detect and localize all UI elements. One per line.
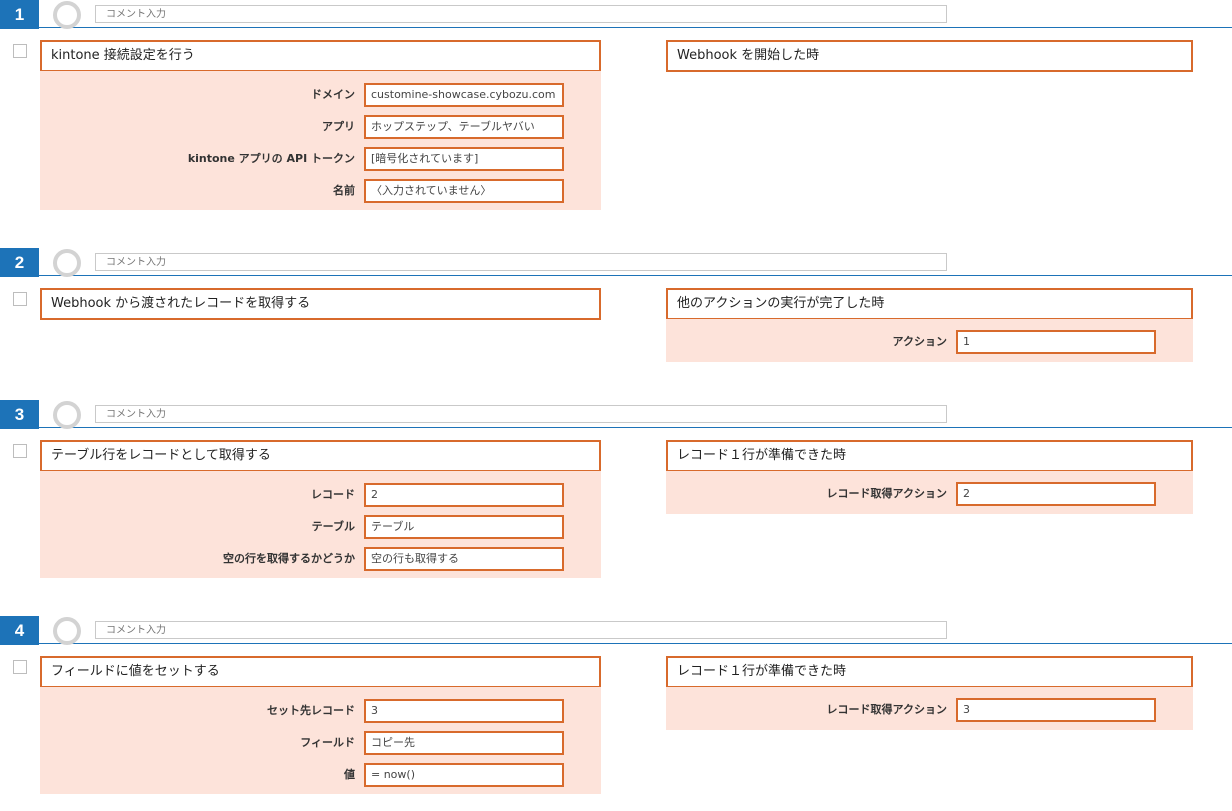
action-fields: セット先レコード 3 フィールド コピー先 値 = now() — [40, 687, 601, 794]
step-checkbox[interactable] — [13, 44, 27, 58]
field-value[interactable]: [暗号化されています] — [364, 147, 564, 171]
step-header: 3 — [0, 400, 1232, 429]
action-title[interactable]: Webhook から渡されたレコードを取得する — [40, 288, 601, 320]
field-label: kintone アプリの API トークン — [187, 152, 355, 165]
step-header: 1 — [0, 0, 1232, 29]
field-label: 値 — [344, 768, 355, 781]
step-checkbox[interactable] — [13, 292, 27, 306]
field-label: セット先レコード — [267, 704, 355, 717]
field-value[interactable]: 3 — [956, 698, 1156, 722]
field-value[interactable]: テーブル — [364, 515, 564, 539]
step-number: 1 — [0, 0, 39, 29]
action-fields: レコード 2 テーブル テーブル 空の行を取得するかどうか 空の行も取得する — [40, 471, 601, 578]
trigger-title[interactable]: 他のアクションの実行が完了した時 — [666, 288, 1193, 320]
field-label: ドメイン — [311, 88, 355, 101]
field-row: アクション 1 — [666, 330, 1193, 354]
status-ring-icon — [53, 249, 81, 277]
trigger-title[interactable]: レコード１行が準備できた時 — [666, 656, 1193, 688]
field-value[interactable]: コピー先 — [364, 731, 564, 755]
field-value[interactable]: 2 — [956, 482, 1156, 506]
field-label: 名前 — [333, 184, 355, 197]
field-row: レコード取得アクション 2 — [666, 482, 1193, 506]
status-ring-icon — [53, 401, 81, 429]
trigger-fields: アクション 1 — [666, 319, 1193, 362]
trigger-title[interactable]: Webhook を開始した時 — [666, 40, 1193, 72]
field-row: フィールド コピー先 — [40, 731, 601, 755]
action-title[interactable]: フィールドに値をセットする — [40, 656, 601, 688]
field-row: セット先レコード 3 — [40, 699, 601, 723]
trigger-fields: レコード取得アクション 2 — [666, 471, 1193, 514]
field-row: 名前 〈入力されていません〉 — [40, 179, 601, 203]
field-label: レコード取得アクション — [826, 703, 947, 716]
action-title[interactable]: テーブル行をレコードとして取得する — [40, 440, 601, 472]
field-label: レコード取得アクション — [826, 487, 947, 500]
field-value[interactable]: ホップステップ、テーブルヤバい — [364, 115, 564, 139]
step-number: 3 — [0, 400, 39, 429]
status-ring-icon — [53, 1, 81, 29]
step-checkbox[interactable] — [13, 444, 27, 458]
field-row: レコード取得アクション 3 — [666, 698, 1193, 722]
field-row: 値 = now() — [40, 763, 601, 787]
field-row: アプリ ホップステップ、テーブルヤバい — [40, 115, 601, 139]
comment-input[interactable] — [95, 405, 947, 423]
field-value[interactable]: 1 — [956, 330, 1156, 354]
action-title[interactable]: kintone 接続設定を行う — [40, 40, 601, 72]
field-value[interactable]: 空の行も取得する — [364, 547, 564, 571]
step-header: 2 — [0, 248, 1232, 277]
field-label: アクション — [892, 335, 947, 348]
field-label: レコード — [311, 488, 355, 501]
comment-input[interactable] — [95, 621, 947, 639]
step-checkbox[interactable] — [13, 660, 27, 674]
action-fields: ドメイン customine-showcase.cybozu.com アプリ ホ… — [40, 71, 601, 210]
step-number: 4 — [0, 616, 39, 645]
trigger-fields: レコード取得アクション 3 — [666, 687, 1193, 730]
field-value[interactable]: 3 — [364, 699, 564, 723]
field-row: テーブル テーブル — [40, 515, 601, 539]
field-label: アプリ — [322, 120, 355, 133]
comment-input[interactable] — [95, 5, 947, 23]
field-row: ドメイン customine-showcase.cybozu.com — [40, 83, 601, 107]
trigger-title[interactable]: レコード１行が準備できた時 — [666, 440, 1193, 472]
field-row: kintone アプリの API トークン [暗号化されています] — [40, 147, 601, 171]
field-value[interactable]: customine-showcase.cybozu.com — [364, 83, 564, 107]
field-label: テーブル — [311, 520, 355, 533]
step-number: 2 — [0, 248, 39, 277]
comment-input[interactable] — [95, 253, 947, 271]
field-label: フィールド — [300, 736, 355, 749]
field-row: レコード 2 — [40, 483, 601, 507]
status-ring-icon — [53, 617, 81, 645]
field-label: 空の行を取得するかどうか — [223, 552, 355, 565]
field-value[interactable]: = now() — [364, 763, 564, 787]
field-value[interactable]: 2 — [364, 483, 564, 507]
field-row: 空の行を取得するかどうか 空の行も取得する — [40, 547, 601, 571]
field-value[interactable]: 〈入力されていません〉 — [364, 179, 564, 203]
step-header: 4 — [0, 616, 1232, 645]
